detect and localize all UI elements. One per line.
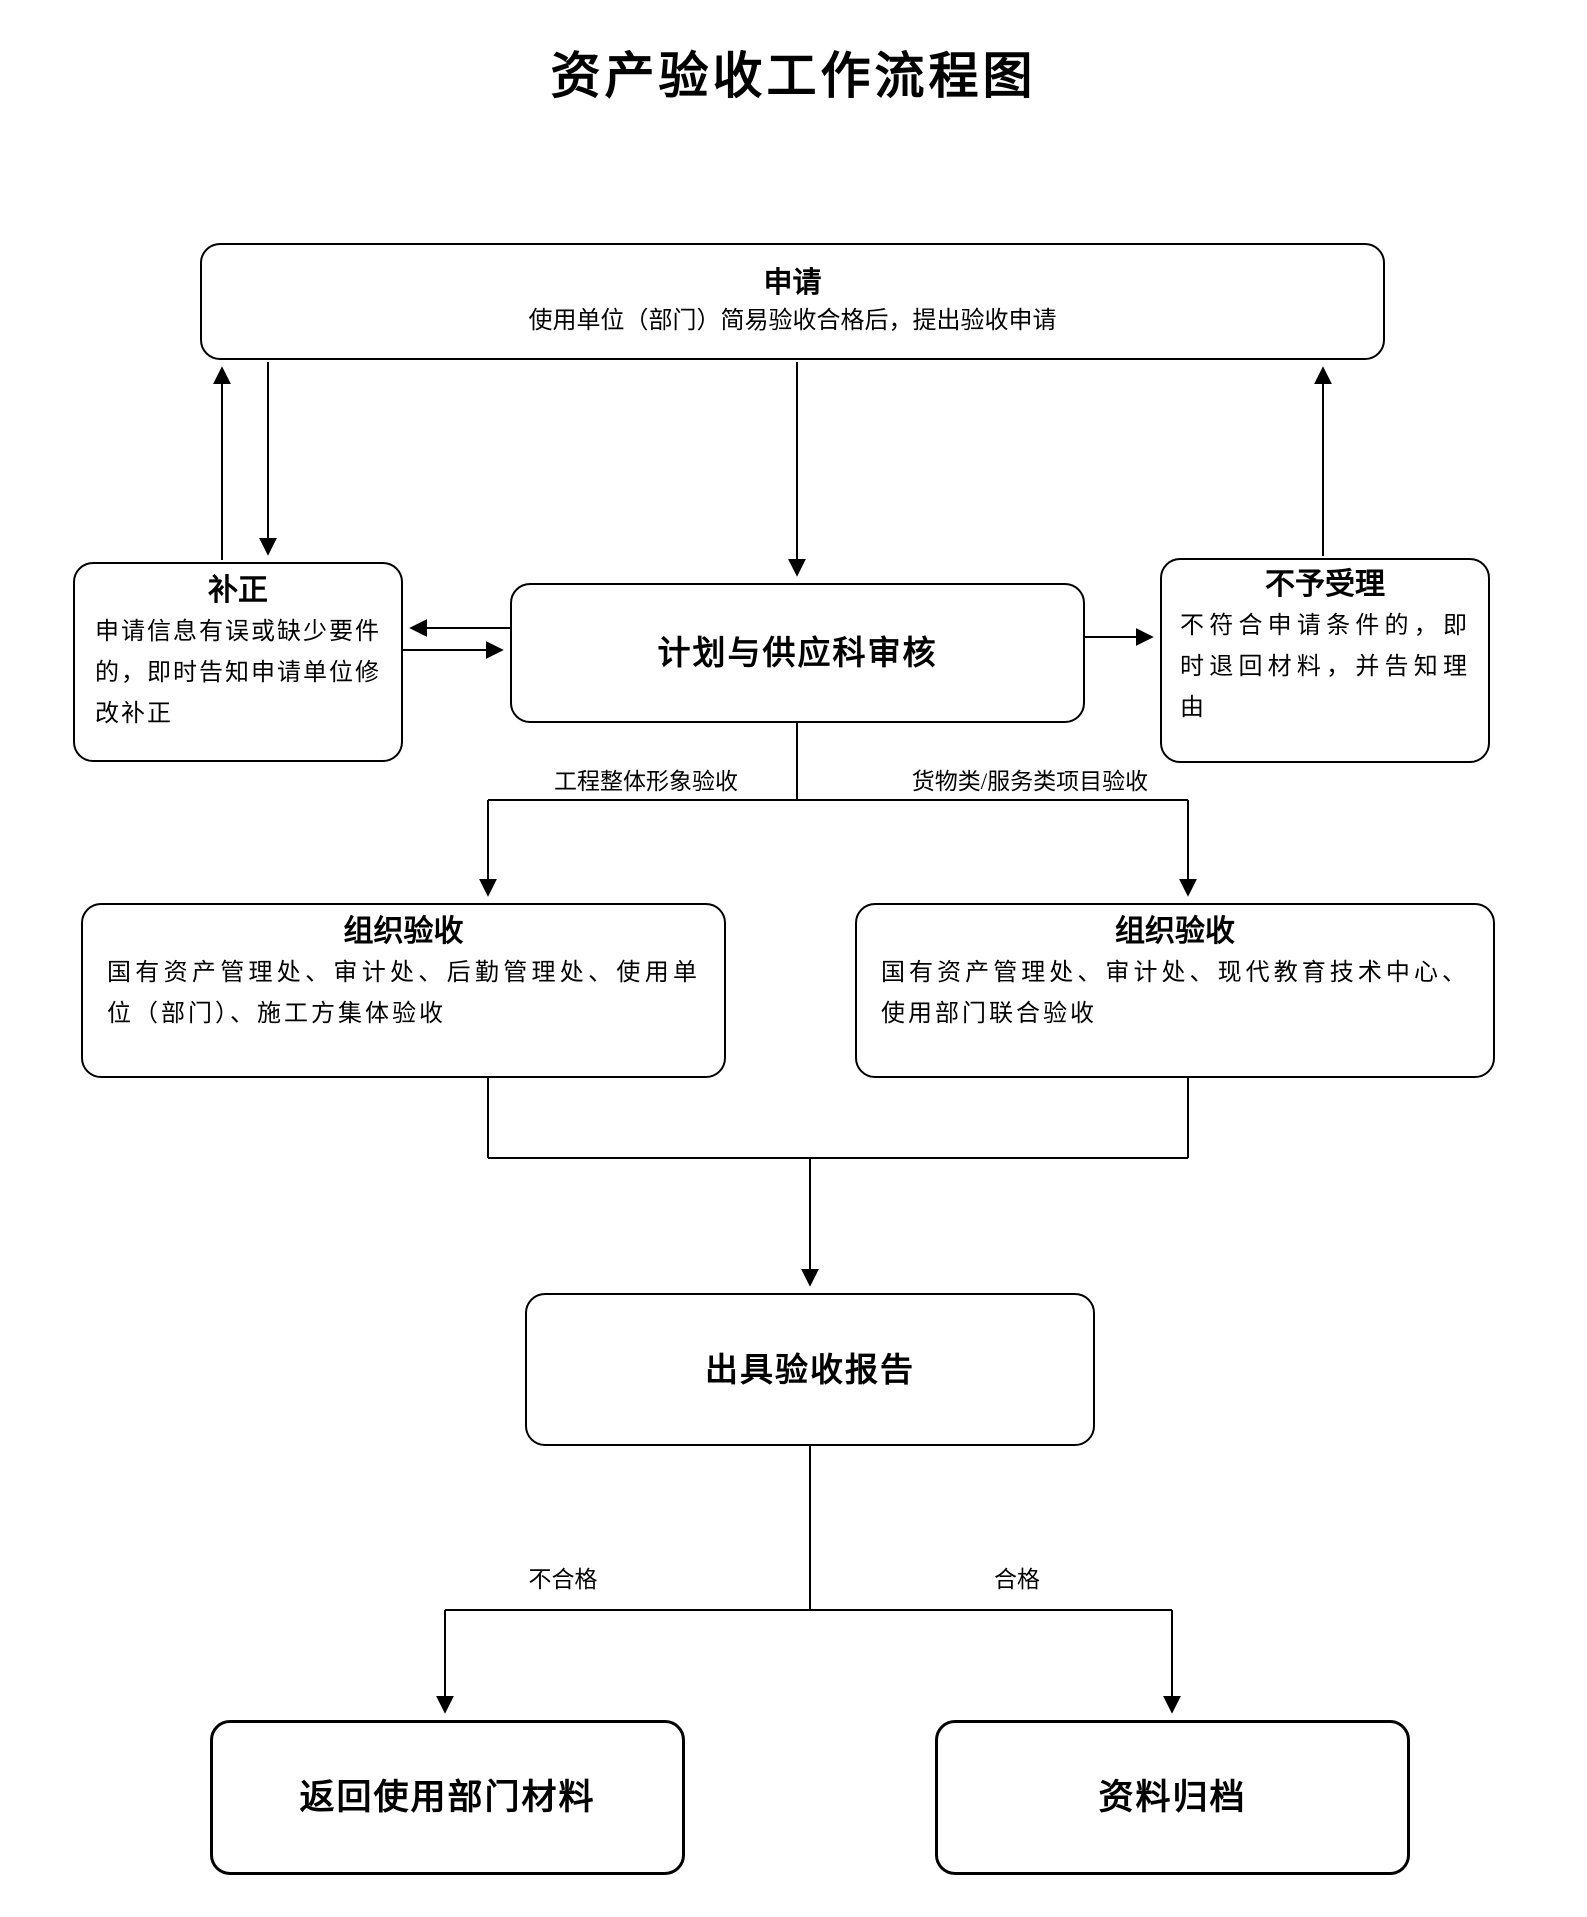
node-accept-engineering-desc: 国有资产管理处、审计处、后勤管理处、使用单位（部门）、施工方集体验收	[107, 959, 700, 1027]
node-review-title: 计划与供应科审核	[657, 634, 938, 672]
node-accept-goods-title: 组织验收	[1115, 915, 1235, 948]
edge-label-pass: 合格	[994, 1567, 1040, 1592]
node-buzheng: 补正 申请信息有误或缺少要件的，即时告知申请单位修改补正	[73, 562, 403, 762]
node-report-title: 出具验收报告	[705, 1350, 915, 1388]
node-archive: 资料归档	[935, 1720, 1410, 1875]
edge-label-fail: 不合格	[528, 1567, 598, 1592]
node-return-materials: 返回使用部门材料	[210, 1720, 685, 1875]
node-accept-goods-desc: 国有资产管理处、审计处、现代教育技术中心、使用部门联合验收	[881, 959, 1469, 1027]
node-report: 出具验收报告	[525, 1293, 1095, 1446]
node-accept-engineering-title: 组织验收	[343, 915, 464, 948]
node-archive-title: 资料归档	[1098, 1777, 1247, 1817]
edge-label-goods-services-acceptance: 货物类/服务类项目验收	[911, 769, 1149, 794]
node-accept-engineering: 组织验收 国有资产管理处、审计处、后勤管理处、使用单位（部门）、施工方集体验收	[81, 903, 726, 1078]
node-reject: 不予受理 不符合申请条件的，即时退回材料，并告知理由	[1160, 558, 1490, 763]
edge-label-engineering-acceptance: 工程整体形象验收	[554, 769, 738, 794]
page-title: 资产验收工作流程图	[550, 48, 1037, 104]
node-apply-desc: 使用单位（部门）简易验收合格后，提出验收申请	[528, 307, 1057, 334]
node-accept-goods: 组织验收 国有资产管理处、审计处、现代教育技术中心、使用部门联合验收	[855, 903, 1495, 1078]
node-buzheng-title: 补正	[208, 574, 268, 607]
node-buzheng-desc: 申请信息有误或缺少要件的，即时告知申请单位修改补正	[95, 618, 381, 728]
node-apply: 申请 使用单位（部门）简易验收合格后，提出验收申请	[200, 243, 1385, 360]
node-apply-title: 申请	[763, 266, 822, 299]
node-return-materials-title: 返回使用部门材料	[299, 1777, 596, 1817]
node-reject-desc: 不符合申请条件的，即时退回材料，并告知理由	[1180, 612, 1470, 722]
node-reject-title: 不予受理	[1265, 568, 1385, 601]
node-review: 计划与供应科审核	[510, 583, 1085, 723]
